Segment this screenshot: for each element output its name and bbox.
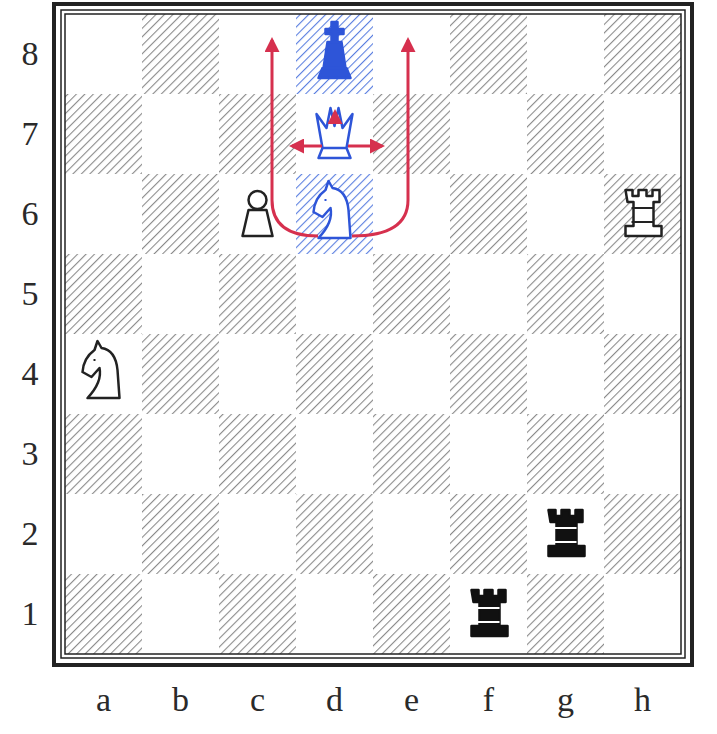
rank-number: 7 [22,117,39,151]
file-letter: e [404,683,419,717]
board-square [604,94,681,174]
board-square [142,94,219,174]
board-square [219,14,296,94]
rank-number: 6 [22,197,39,231]
board-square [142,174,219,254]
board-frame [61,10,685,658]
board-square [604,174,681,254]
board-frame [54,4,692,665]
board-square [604,574,681,654]
rank-number: 8 [22,37,39,71]
board-square [450,334,527,414]
board-square [219,414,296,494]
board-square [527,94,604,174]
pawn-piece [243,191,273,236]
board-square [296,254,373,334]
queen-piece [317,108,353,158]
board-square [219,574,296,654]
knight-piece [314,181,351,238]
board-square [219,94,296,174]
board-square [65,574,142,654]
board-square [219,254,296,334]
board-square [527,254,604,334]
board-square [527,174,604,254]
file-letter: c [250,683,265,717]
board-square [604,14,681,94]
file-letter: b [172,683,189,717]
board-square [296,174,373,254]
file-letter: d [326,683,343,717]
board-square [373,334,450,414]
rank-number: 1 [22,597,39,631]
board-square [142,494,219,574]
board-square [450,94,527,174]
file-letter: g [557,683,574,717]
board-square [450,574,527,654]
rank-number: 3 [22,437,39,471]
board-square [450,494,527,574]
board-square [142,334,219,414]
move-arrow [292,145,322,148]
board-square [373,14,450,94]
king-piece [319,22,351,78]
board-square [450,174,527,254]
board-square [65,334,142,414]
file-letter: f [483,683,494,717]
file-letter: h [634,683,651,717]
board-square [65,254,142,334]
board-square [373,254,450,334]
rank-number: 5 [22,277,39,311]
board-square [450,14,527,94]
board-square [142,14,219,94]
board-square [450,414,527,494]
move-arrow [348,145,382,148]
board-square [373,94,450,174]
rank-number: 4 [22,357,39,391]
board-square [527,494,604,574]
board-square [219,334,296,414]
board-square [296,14,373,94]
board-square [296,494,373,574]
board-square [142,574,219,654]
move-arrow [334,112,337,120]
board-square [296,574,373,654]
board-square [296,334,373,414]
board-square [527,574,604,654]
board-edge [65,14,681,654]
rook-piece [626,190,662,236]
board-square [373,414,450,494]
board-square [296,414,373,494]
board-square [142,254,219,334]
board-square [65,494,142,574]
rook-piece [549,510,585,556]
board-square [65,174,142,254]
move-arrow [272,40,318,236]
board-square [527,414,604,494]
board-square [219,174,296,254]
board-square [296,94,373,174]
board-square [373,174,450,254]
file-letter: a [96,683,111,717]
board-square [527,334,604,414]
rank-number: 2 [22,517,39,551]
board-square [604,334,681,414]
board-square [373,494,450,574]
board-square [65,14,142,94]
board-square [527,14,604,94]
board-square [219,494,296,574]
board-square [604,494,681,574]
rook-piece [472,590,508,636]
board-square [65,94,142,174]
knight-piece [83,341,120,398]
board-square [373,574,450,654]
move-arrow [352,40,408,236]
board-square [142,414,219,494]
board-square [604,254,681,334]
board-square [604,414,681,494]
board-square [65,414,142,494]
board-square [450,254,527,334]
